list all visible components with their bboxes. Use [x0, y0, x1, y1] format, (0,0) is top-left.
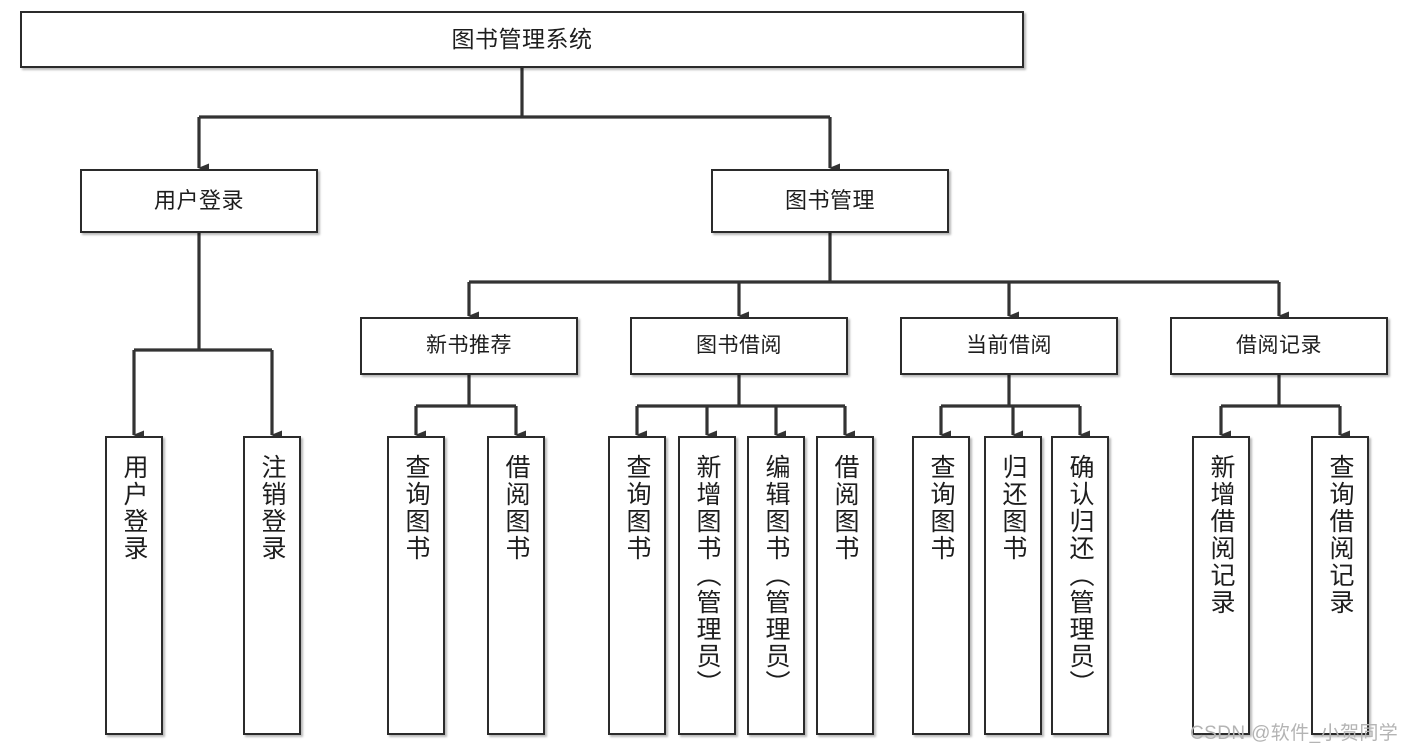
node-label-current-borrow: 当前借阅: [966, 334, 1052, 358]
node-label-leaf-rec-borrow-book: 借阅图书: [502, 454, 530, 562]
node-label-leaf-cur-return-book: 归还图书: [999, 454, 1027, 562]
node-leaf-rec-query-record[interactable]: 查询借阅记录: [1311, 436, 1369, 735]
node-leaf-rec-add-record[interactable]: 新增借阅记录: [1192, 436, 1250, 735]
node-leaf-rec-query-book[interactable]: 查询图书: [387, 436, 445, 735]
node-current-borrow[interactable]: 当前借阅: [900, 317, 1118, 375]
node-label-book-manage: 图书管理: [784, 187, 875, 213]
node-book-borrow[interactable]: 图书借阅: [630, 317, 848, 375]
node-user-login[interactable]: 用户登录: [80, 169, 318, 233]
node-label-root: 图书管理系统: [451, 26, 593, 53]
node-leaf-cur-return-book[interactable]: 归还图书: [984, 436, 1042, 735]
node-label-book-borrow: 图书借阅: [696, 334, 782, 358]
node-label-leaf-cur-confirm-return: 确认归还（管理员）: [1066, 454, 1094, 697]
node-leaf-borrow-edit-book[interactable]: 编辑图书（管理员）: [747, 436, 805, 735]
node-label-leaf-borrow-add-book: 新增图书（管理员）: [693, 454, 721, 697]
node-label-leaf-user-login: 用户登录: [120, 454, 148, 562]
node-label-leaf-borrow-borrow-book: 借阅图书: [831, 454, 859, 562]
node-leaf-cur-query-book[interactable]: 查询图书: [912, 436, 970, 735]
node-label-leaf-borrow-query-book: 查询图书: [623, 454, 651, 562]
node-label-leaf-borrow-edit-book: 编辑图书（管理员）: [762, 454, 790, 697]
node-label-leaf-user-logout: 注销登录: [258, 454, 286, 562]
node-label-leaf-cur-query-book: 查询图书: [927, 454, 955, 562]
node-label-borrow-record: 借阅记录: [1236, 334, 1322, 358]
node-label-user-login: 用户登录: [153, 187, 244, 213]
node-leaf-borrow-query-book[interactable]: 查询图书: [608, 436, 666, 735]
node-leaf-borrow-borrow-book[interactable]: 借阅图书: [816, 436, 874, 735]
node-borrow-record[interactable]: 借阅记录: [1170, 317, 1388, 375]
node-book-manage[interactable]: 图书管理: [711, 169, 949, 233]
node-leaf-user-login[interactable]: 用户登录: [105, 436, 163, 735]
node-new-book-rec[interactable]: 新书推荐: [360, 317, 578, 375]
node-label-leaf-rec-add-record: 新增借阅记录: [1207, 454, 1235, 616]
node-leaf-cur-confirm-return[interactable]: 确认归还（管理员）: [1051, 436, 1109, 735]
node-label-new-book-rec: 新书推荐: [426, 334, 512, 358]
node-root[interactable]: 图书管理系统: [20, 11, 1024, 68]
node-leaf-user-logout[interactable]: 注销登录: [243, 436, 301, 735]
node-label-leaf-rec-query-book: 查询图书: [402, 454, 430, 562]
node-label-leaf-rec-query-record: 查询借阅记录: [1326, 454, 1354, 616]
node-leaf-borrow-add-book[interactable]: 新增图书（管理员）: [678, 436, 736, 735]
node-leaf-rec-borrow-book[interactable]: 借阅图书: [487, 436, 545, 735]
